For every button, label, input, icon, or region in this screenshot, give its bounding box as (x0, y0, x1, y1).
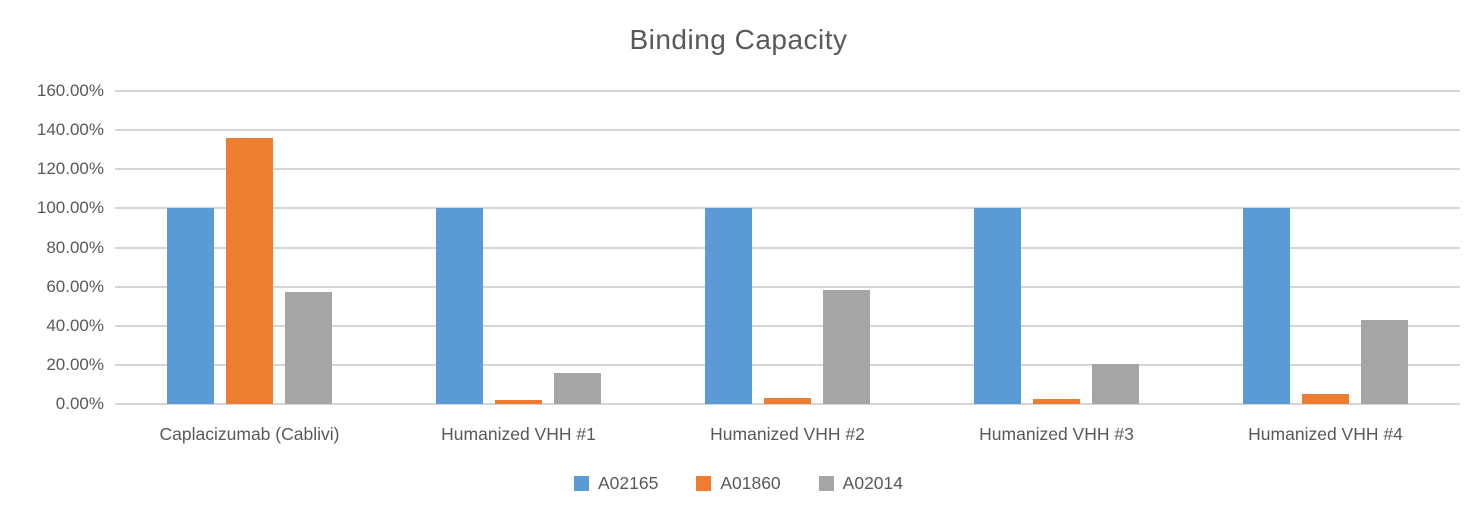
bar-A01860 (1302, 394, 1349, 404)
bar-A02165 (436, 208, 483, 404)
legend-item-A02014: A02014 (818, 473, 904, 494)
legend-label: A02165 (597, 473, 659, 493)
bar-A02165 (1243, 208, 1290, 404)
y-tick-label: 80.00% (46, 237, 104, 257)
chart-legend: A02165 A01860 A02014 (0, 473, 1477, 494)
gridline (115, 285, 1460, 288)
legend-swatch-icon (818, 476, 834, 491)
bar-A02165 (974, 208, 1021, 404)
category-label: Humanized VHH #3 (979, 424, 1134, 444)
y-tick-label: 40.00% (46, 315, 104, 335)
legend-label: A01860 (720, 473, 781, 493)
chart-title: Binding Capacity (629, 24, 848, 55)
y-tick-label: 100.00% (36, 198, 104, 218)
gridline (115, 207, 1460, 210)
y-tick-label: 120.00% (36, 159, 104, 179)
legend-item-A01860: A01860 (696, 473, 781, 494)
legend-item-A02165: A02165 (573, 473, 659, 494)
bar-A01860 (1033, 399, 1080, 404)
gridline (115, 324, 1460, 327)
bar-A01860 (226, 138, 273, 404)
gridline (115, 403, 1460, 405)
bar-A02014 (554, 373, 601, 404)
category-label: Humanized VHH #2 (710, 424, 865, 444)
gridline (115, 129, 1460, 132)
bar-A02165 (167, 208, 214, 404)
gridline (115, 90, 1460, 92)
category-label: Humanized VHH #4 (1248, 424, 1403, 444)
legend-swatch-icon (573, 476, 589, 491)
gridline (115, 246, 1460, 249)
bar-A02014 (285, 292, 332, 404)
y-tick-label: 0.00% (55, 394, 104, 413)
y-tick-label: 60.00% (46, 276, 104, 296)
bar-A01860 (764, 398, 811, 404)
gridline (115, 168, 1460, 171)
y-tick-label: 140.00% (36, 120, 104, 140)
y-tick-label: 160.00% (36, 81, 104, 100)
y-tick-label: 20.00% (46, 354, 104, 374)
bar-A02014 (1092, 364, 1139, 404)
gridline (115, 363, 1460, 366)
category-label: Caplacizumab (Cablivi) (159, 424, 340, 444)
bar-A01860 (495, 400, 542, 404)
bar-A02014 (1361, 320, 1408, 404)
bar-A02165 (705, 208, 752, 404)
legend-label: A02014 (842, 473, 904, 493)
bar-A02014 (823, 290, 870, 404)
legend-swatch-icon (696, 476, 712, 491)
category-label: Humanized VHH #1 (441, 424, 596, 444)
